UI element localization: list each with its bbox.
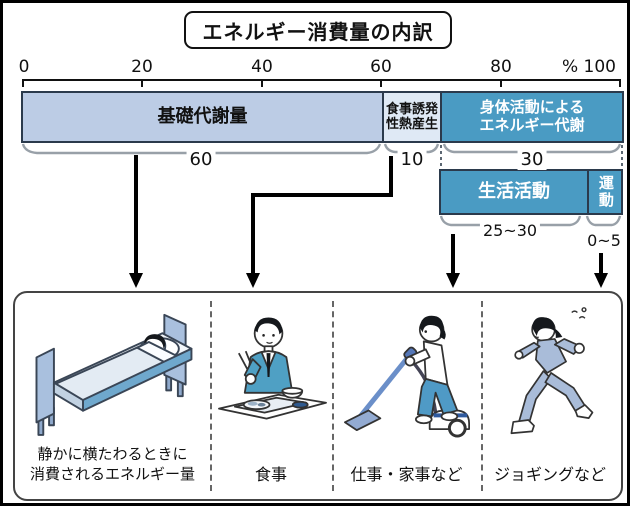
axis-tick-40: 40 [251, 57, 273, 77]
axis-tick-100-percent: % 100 [561, 57, 616, 77]
value-label-30: 30 [517, 149, 547, 170]
brace-0-5 [585, 215, 622, 227]
panel-divider [481, 301, 483, 491]
bar-segment-diet-induced-thermogenesis: 食事誘発 性熱産生 [382, 93, 442, 141]
person-eating-illustration [218, 317, 327, 420]
caption-housework: 仕事・家事など [350, 465, 463, 484]
bar-segment-basal-metabolism: 基礎代謝量 [23, 93, 382, 141]
down-arrow-basal-icon [129, 155, 143, 288]
main-stacked-bar: 基礎代謝量 食事誘発 性熱産生 身体活動による エネルギー代謝 [21, 91, 624, 143]
sub-bar-segment-label: 運動 [596, 175, 615, 209]
bar-segment-label: 食事誘発 性熱産生 [385, 101, 438, 132]
page-title: エネルギー消費量の内訳 [184, 11, 452, 49]
bar-segment-label: 基礎代謝量 [157, 106, 248, 128]
panel-divider [210, 301, 212, 491]
bar-segment-label: 身体活動による エネルギー代謝 [479, 98, 585, 134]
axis-tick-0: 0 [18, 57, 30, 77]
down-arrow-exercise-icon [594, 253, 608, 288]
person-vacuuming-illustration [344, 315, 470, 438]
axis-tick-20: 20 [131, 57, 153, 77]
caption-jogging: ジョギングなど [493, 465, 606, 484]
axis-tick-60: 60 [370, 57, 392, 77]
down-arrow-life-icon [446, 234, 460, 288]
value-label-10: 10 [397, 149, 427, 170]
bar-segment-physical-activity: 身体活動による エネルギー代謝 [442, 93, 622, 141]
sub-bar-segment-label: 生活活動 [478, 181, 550, 203]
value-label-25-30: 25~30 [479, 221, 541, 240]
caption-meal: 食事 [254, 465, 287, 484]
person-jogging-illustration [510, 307, 594, 435]
axis-tick-80: 80 [490, 57, 512, 77]
sub-bar-segment-daily-activity: 生活活動 [441, 171, 587, 213]
value-label-60: 60 [186, 149, 216, 170]
person-sleeping-in-bed-illustration [35, 313, 193, 436]
caption-basal: 静かに横たわるときに 消費されるエネルギー量 [29, 445, 195, 483]
illustration-panel: 静かに横たわるときに 消費されるエネルギー量 食事 仕事・家事など ジョギングな… [13, 291, 623, 501]
elbow-arrow-diet-icon [246, 156, 393, 288]
axis-ticks [22, 80, 621, 87]
sub-bar-physical-activity: 生活活動 運動 [439, 169, 623, 215]
panel-divider [332, 301, 334, 491]
value-label-0-5: 0~5 [584, 231, 624, 250]
sub-bar-segment-exercise: 運動 [587, 171, 621, 213]
